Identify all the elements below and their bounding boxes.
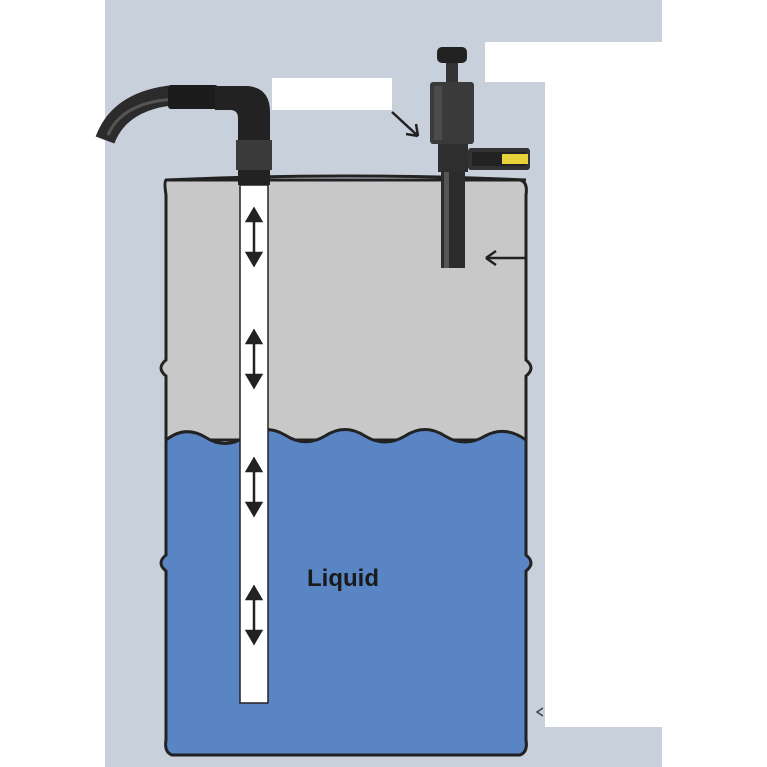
small-mark	[535, 707, 544, 717]
flow-arrow-icon	[244, 456, 264, 518]
drum-liquid	[159, 428, 533, 757]
flow-arrow-icon	[244, 584, 264, 646]
right-label-column	[545, 82, 767, 727]
valve-icon	[430, 47, 530, 268]
pointer-arrow-icon	[391, 111, 420, 138]
flow-arrow-icon	[244, 206, 264, 268]
liquid-label: Liquid	[307, 565, 379, 592]
vacuum-hose-highlight	[106, 97, 176, 136]
flow-arrow-icon	[244, 328, 264, 390]
elbow-collar	[236, 140, 272, 170]
hose-fitting	[168, 85, 218, 109]
valve-label-box	[272, 78, 392, 110]
right-label-area	[485, 42, 767, 82]
drum-top-rim	[165, 174, 527, 182]
drum-air-space	[159, 178, 533, 442]
pointer-arrow-icon	[485, 249, 525, 267]
